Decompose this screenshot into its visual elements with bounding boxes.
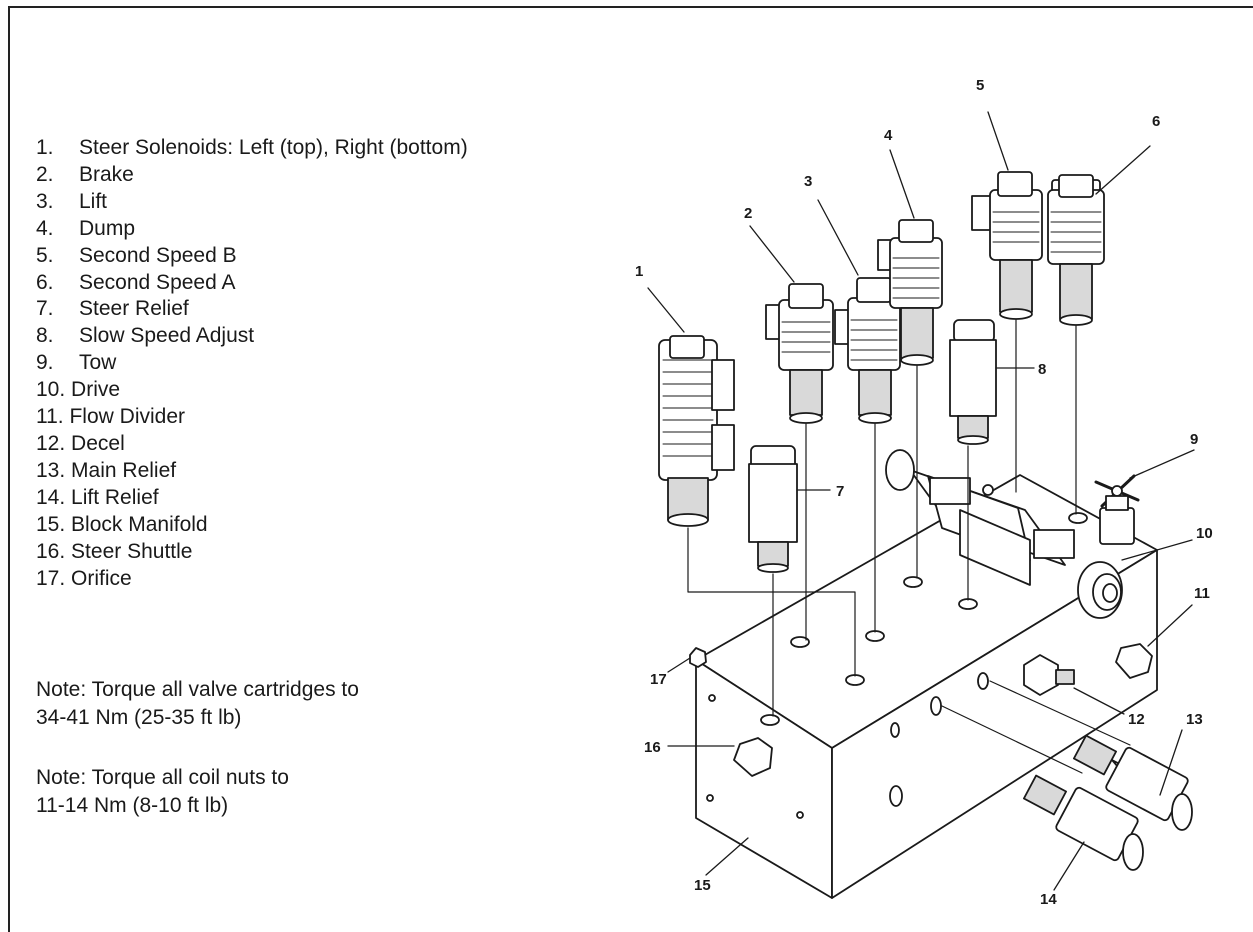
- callout-11: 11: [1194, 585, 1210, 602]
- callout-15: 15: [694, 877, 711, 894]
- callout-12: 12: [1128, 711, 1145, 728]
- legend-item: 3.Lift: [36, 189, 108, 213]
- assembly-lines: [687, 319, 1131, 774]
- tow-valve: [1094, 474, 1140, 545]
- slow-speed-adjust-cartridge: [949, 319, 997, 445]
- lift-relief-cartridge: [1022, 774, 1144, 871]
- legend-item: 6.Second Speed A: [36, 270, 236, 294]
- main-relief-cartridge: [1072, 734, 1193, 831]
- callout-8: 8: [1038, 361, 1046, 378]
- second-speed-a-solenoid: [1047, 174, 1105, 326]
- flow-divider-plug: [1115, 643, 1153, 679]
- callout-6: 6: [1152, 113, 1160, 130]
- torque-note-cartridges: Note: Torque all valve cartridges to 34-…: [36, 678, 359, 729]
- legend-item: 9.Tow: [36, 351, 117, 375]
- callout-9: 9: [1190, 431, 1198, 448]
- steer-solenoids: [658, 335, 735, 527]
- parts-legend: 1.Steer Solenoids: Left (top), Right (bo…: [36, 135, 468, 592]
- callout-3: 3: [804, 173, 812, 190]
- callout-labels: 1 2 3 4 5 6 7 8 9 10 11 12 13 14 15 16 1…: [635, 77, 1213, 908]
- callout-17: 17: [650, 671, 667, 688]
- leader-lines: [647, 111, 1195, 891]
- callout-14: 14: [1040, 891, 1057, 908]
- legend-item: 8.Slow Speed Adjust: [36, 324, 255, 348]
- legend-item: 13. Main Relief: [36, 458, 177, 482]
- callout-5: 5: [976, 77, 984, 94]
- callout-16: 16: [644, 739, 661, 756]
- legend-item: 12. Decel: [36, 431, 125, 455]
- dump-solenoid: [877, 219, 943, 366]
- brake-solenoid: [765, 283, 834, 424]
- block-manifold: [695, 474, 1158, 899]
- legend-item: 1.Steer Solenoids: Left (top), Right (bo…: [36, 136, 468, 159]
- legend-item: 14. Lift Relief: [36, 485, 159, 509]
- legend-item: 5.Second Speed B: [36, 243, 237, 267]
- legend-item: 16. Steer Shuttle: [36, 539, 193, 563]
- legend-item: 11. Flow Divider: [36, 405, 186, 429]
- lift-solenoid: [834, 277, 901, 424]
- steer-relief-cartridge: [748, 445, 798, 573]
- callout-2: 2: [744, 205, 752, 222]
- legend-item: 4.Dump: [36, 216, 136, 240]
- drive-valve: [885, 449, 1123, 619]
- legend-item: 7.Steer Relief: [36, 297, 189, 321]
- second-speed-b-solenoid: [971, 171, 1043, 320]
- orifice-plug: [689, 647, 707, 668]
- steer-shuttle-plug: [733, 737, 773, 777]
- torque-note-coil-nuts: Note: Torque all coil nuts to 11-14 Nm (…: [36, 766, 289, 817]
- callout-13: 13: [1186, 711, 1203, 728]
- legend-item: 15. Block Manifold: [36, 512, 208, 536]
- legend-item: 10. Drive: [36, 378, 121, 402]
- legend-item: 17. Orifice: [36, 566, 132, 590]
- callout-10: 10: [1196, 525, 1213, 542]
- legend-item: 2.Brake: [36, 162, 134, 186]
- callout-1: 1: [635, 263, 643, 280]
- callout-4: 4: [884, 127, 893, 144]
- decel-valve: [1023, 654, 1075, 696]
- callout-7: 7: [836, 483, 844, 500]
- figure-frame: [8, 6, 1253, 932]
